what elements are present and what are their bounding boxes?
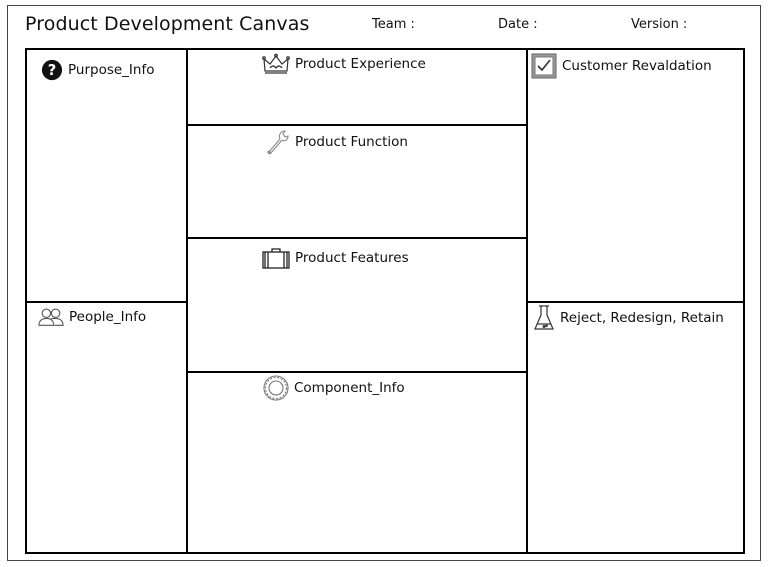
cell-experience: Product Experience [262,53,426,75]
checkbox-icon [531,53,557,79]
component-label: Component_Info [294,380,405,396]
cell-customer: Customer Revaldation [531,53,712,79]
divider-right-split [527,301,745,303]
purpose-label: Purpose_Info [68,62,155,78]
team-label: Team : [372,17,415,32]
canvas-frame [7,5,761,561]
divider-left-split [27,301,187,303]
customer-label: Customer Revaldation [562,58,712,74]
cell-reject: Reject, Redesign, Retain [533,304,724,332]
version-label: Version : [631,17,688,32]
people-label: People_Info [69,309,147,325]
date-label: Date : [498,17,538,32]
svg-text:?: ? [48,62,57,79]
reject-label: Reject, Redesign, Retain [560,310,724,326]
cell-people: People_Info [38,306,146,328]
divider-mid-1 [187,124,527,126]
divider-mid-3 [187,371,527,373]
briefcase-icon [262,247,290,269]
experience-label: Product Experience [295,56,426,72]
cell-function: Product Function [264,129,408,155]
crown-icon [262,53,290,75]
wrench-icon [264,129,290,155]
page-title: Product Development Canvas [25,13,310,35]
gear-icon [263,375,289,401]
people-icon [38,306,64,328]
canvas-grid [25,48,745,554]
divider-left [186,50,188,552]
divider-mid-2 [187,237,527,239]
cell-component: Component_Info [263,375,405,401]
features-label: Product Features [295,250,409,266]
cell-purpose: ? Purpose_Info [41,59,154,81]
function-label: Product Function [295,134,408,150]
question-icon: ? [41,59,63,81]
cell-features: Product Features [262,247,409,269]
flask-icon [533,304,555,332]
